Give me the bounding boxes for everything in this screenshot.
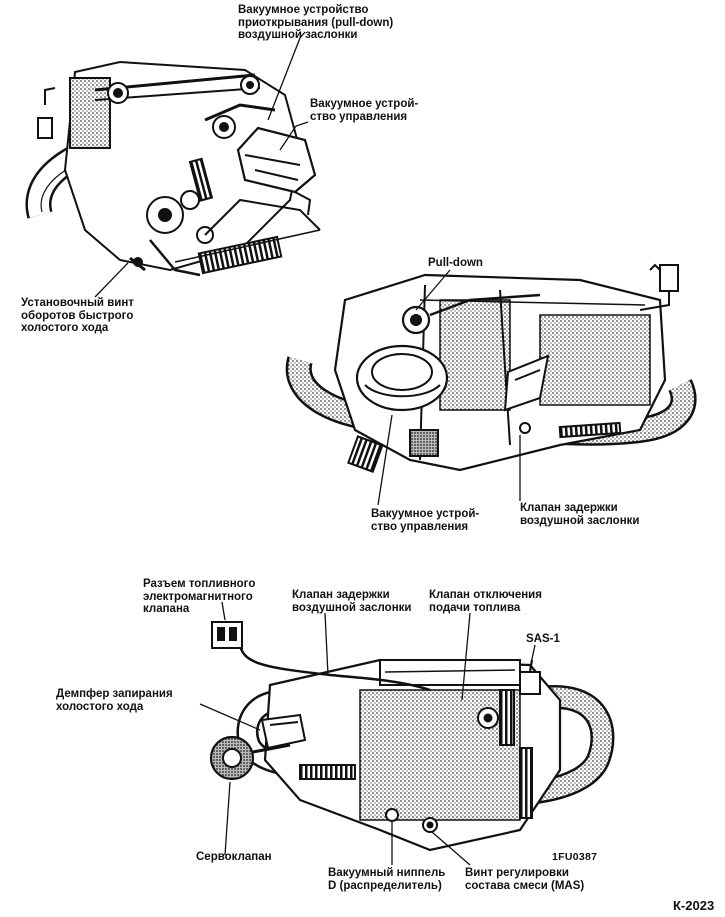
label-sas1: SAS-1 xyxy=(526,633,560,645)
image-code: 1FU0387 xyxy=(552,851,598,863)
bottom-view-carburetor xyxy=(209,621,615,852)
label-fast-idle-screw: Установочный винт оборотов быстрого холо… xyxy=(21,297,134,334)
leader-lines xyxy=(94,31,536,866)
leader-pulldown xyxy=(415,269,451,311)
leader-sas1 xyxy=(529,644,536,669)
label-servo-valve: Сервоклапан xyxy=(196,851,272,863)
leader-mixture-screw xyxy=(431,831,471,866)
label-fuel-cutoff-valve: Клапан отключения подачи топлива xyxy=(429,589,542,614)
label-control-device-middle: Вакуумное устрой- ство управления xyxy=(371,508,480,533)
label-control-device-top: Вакуумное устрой- ство управления xyxy=(310,98,419,123)
figure-id: К-2023 xyxy=(673,898,715,913)
leader-control-device-top xyxy=(279,121,309,151)
middle-view-carburetor xyxy=(285,263,697,473)
top-view-carburetor xyxy=(25,60,321,277)
label-delay-valve-middle: Клапан задержки воздушной заслонки xyxy=(520,502,640,527)
leader-pulldown-device xyxy=(267,31,306,121)
leader-fuel-cutoff xyxy=(461,612,471,701)
leader-solenoid-connector xyxy=(221,601,226,621)
label-solenoid-connector: Разъем топливного электромагнитного клап… xyxy=(143,578,256,615)
leader-fast-idle-screw xyxy=(94,262,129,298)
label-vacuum-nipple: Вакуумный ниппель D (распределитель) xyxy=(328,867,446,892)
label-mixture-screw: Винт регулировки состава смеси (MAS) xyxy=(465,867,585,892)
label-pulldown: Pull-down xyxy=(428,257,483,269)
label-idle-damper: Демпфер запирания холостого хода xyxy=(56,688,173,713)
label-pulldown-device: Вакуумное устройство приоткрывания (pull… xyxy=(238,4,394,41)
label-delay-valve-bottom: Клапан задержки воздушной заслонки xyxy=(292,589,412,614)
leader-servo-valve xyxy=(224,781,231,856)
leader-delay-valve-bottom xyxy=(324,612,329,676)
leader-idle-damper xyxy=(199,703,261,731)
leader-control-device-middle xyxy=(377,414,393,506)
